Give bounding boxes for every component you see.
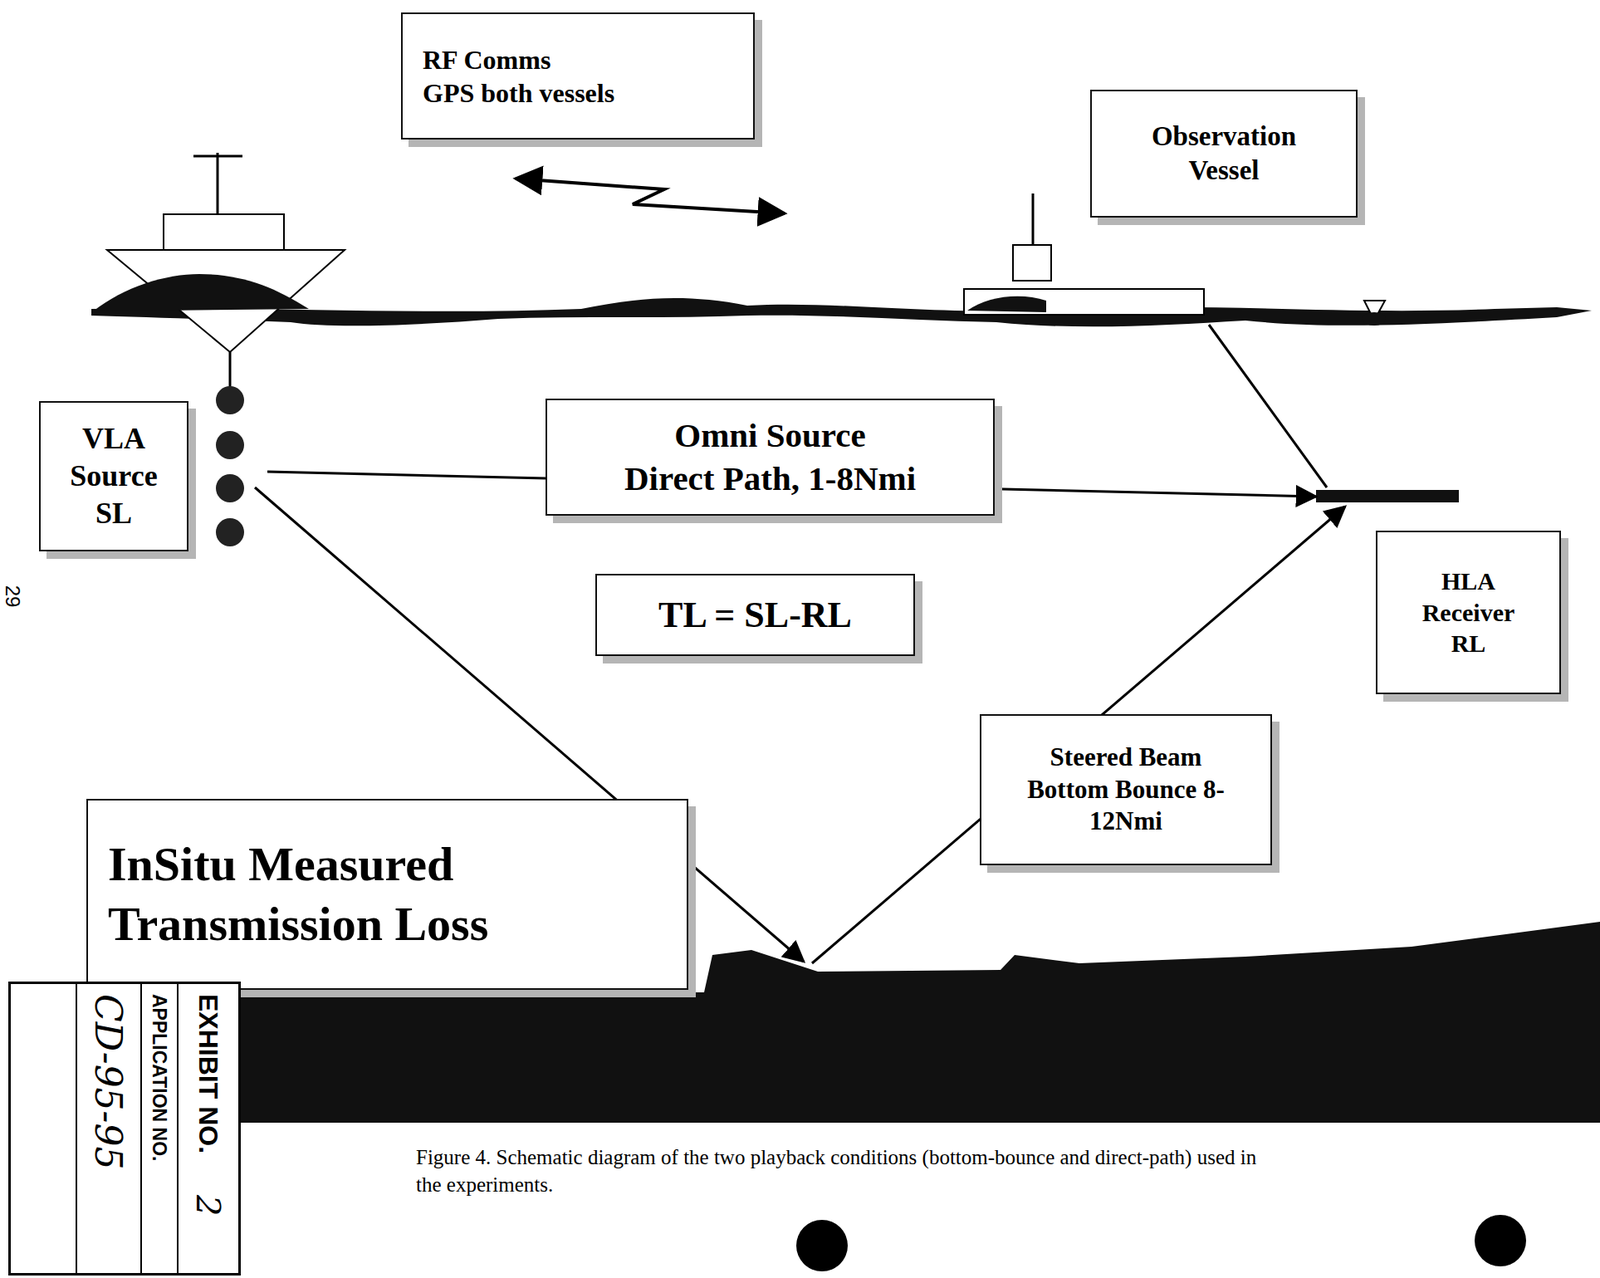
stamp-row: CD-95-95 <box>75 983 141 1273</box>
source-box: VLA Source SL <box>39 401 189 552</box>
comms-box: RF CommsGPS both vessels <box>401 12 755 140</box>
exhibit-number: 2 <box>189 1194 228 1216</box>
box-text: Steered Beam Bottom Bounce 8-12Nmi <box>1026 741 1226 838</box>
stamp-heading: APPLICATION NO. <box>148 993 172 1161</box>
figure-caption: Figure 4. Schematic diagram of the two p… <box>415 1144 1280 1199</box>
path-box: Steered Beam Bottom Bounce 8-12Nmi <box>979 714 1273 866</box>
stamp-heading: EXHIBIT NO. <box>193 993 225 1154</box>
page-number: 29 <box>0 585 25 608</box>
box-text: VLA Source SL <box>59 420 168 533</box>
box-text: RF Comms <box>422 43 705 77</box>
buoy <box>1362 300 1386 326</box>
receiver-cable <box>1208 324 1327 488</box>
box-text: InSitu Measured Transmission Loss <box>107 834 573 955</box>
punch-hole <box>796 1219 848 1272</box>
title-box: InSitu Measured Transmission Loss <box>86 798 689 990</box>
box-text: Omni Source <box>674 414 866 457</box>
rf-link-arrow <box>515 178 785 214</box>
box-text: TL = SL-RL <box>658 592 852 638</box>
equation-box: TL = SL-RL <box>595 573 915 656</box>
receiver-array <box>1316 489 1459 503</box>
exhibit-stamp: EXHIBIT NO. 2 APPLICATION NO. CD-95-95 <box>8 981 241 1276</box>
sea-surface <box>91 298 1592 327</box>
punch-hole <box>1474 1214 1527 1267</box>
vessel-label-box: Observation Vessel <box>1090 89 1358 218</box>
stamp-row: APPLICATION NO. <box>140 983 177 1273</box>
application-number: CD-95-95 <box>88 993 131 1170</box>
stamp-row: EXHIBIT NO. 2 <box>176 983 239 1273</box>
box-text: HLA Receiver RL <box>1406 565 1532 660</box>
stamp-frame: EXHIBIT NO. 2 APPLICATION NO. CD-95-95 <box>10 983 239 1273</box>
path-box: Omni SourceDirect Path, 1-8Nmi <box>545 398 995 516</box>
stamp-row <box>10 983 76 1273</box>
box-text: Direct Path, 1-8Nmi <box>624 457 916 500</box>
receiver-box: HLA Receiver RL <box>1375 530 1561 695</box>
box-text: Observation Vessel <box>1128 119 1320 189</box>
box-text: GPS both vessels <box>422 76 705 110</box>
